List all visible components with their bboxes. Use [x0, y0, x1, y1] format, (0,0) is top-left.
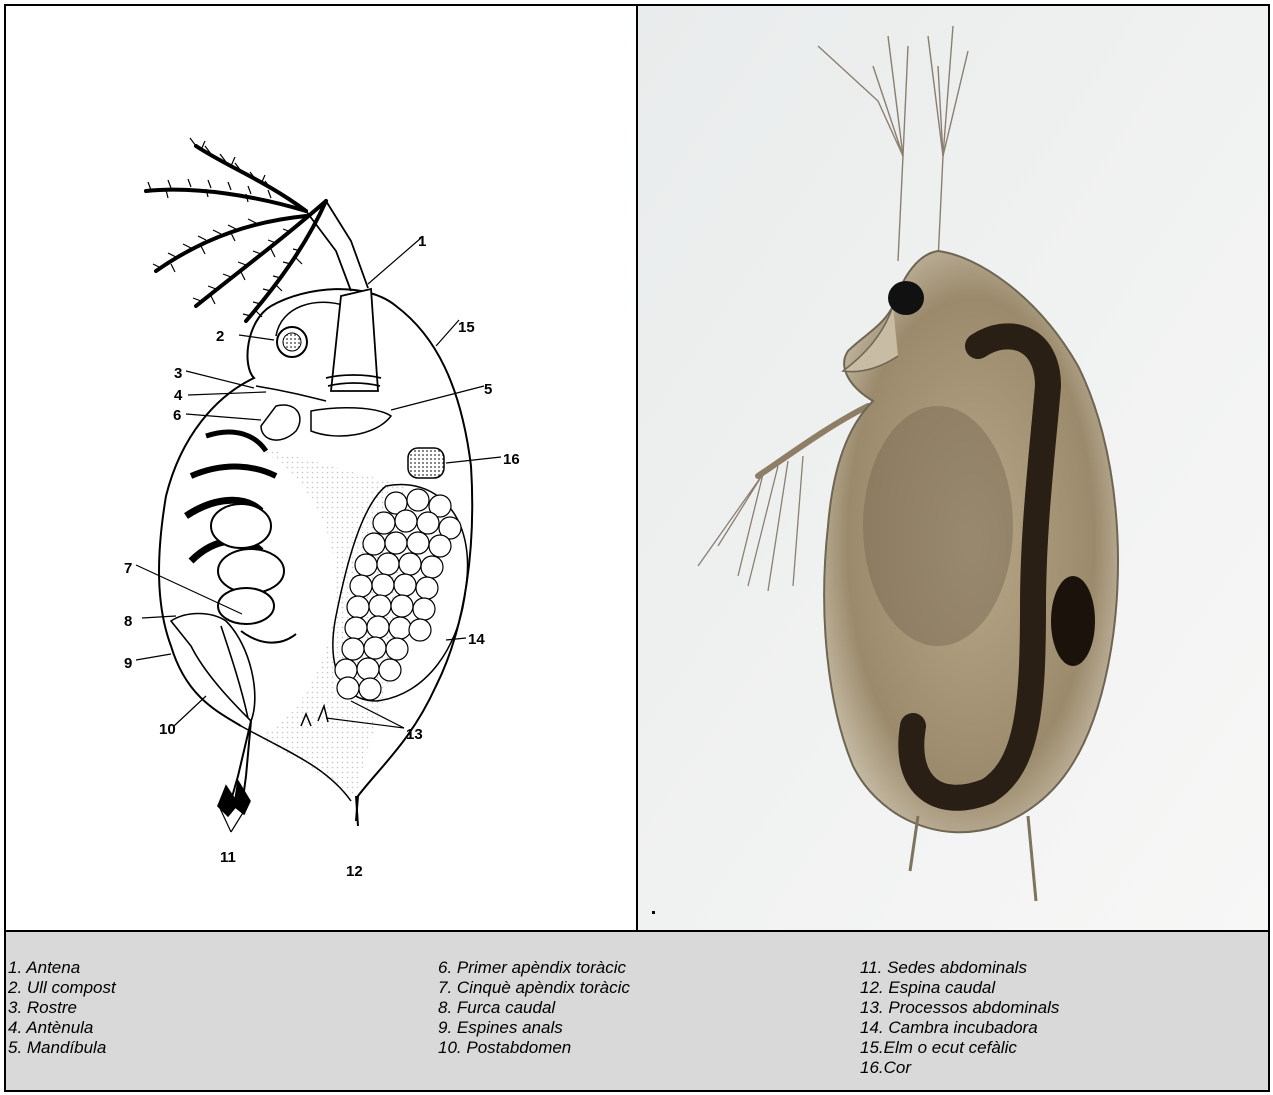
- photo-panel: [638, 6, 1268, 930]
- antenna: [306, 201, 381, 391]
- legend-item: 9. Espines anals: [438, 1018, 630, 1038]
- legend-item: 13. Processos abdominals: [860, 998, 1059, 1018]
- legend-item: 6. Primer apèndix toràcic: [438, 958, 630, 978]
- legend-item: 1. Antena: [8, 958, 116, 978]
- callout-16: 16: [503, 451, 520, 468]
- legend-item: 12. Espina caudal: [860, 978, 1059, 998]
- legend-item: 7. Cinquè apèndix toràcic: [438, 978, 630, 998]
- legend-item: 4. Antènula: [8, 1018, 116, 1038]
- callout-11: 11: [220, 849, 236, 866]
- legend: 1. Antena 2. Ull compost 3. Rostre 4. An…: [6, 930, 1268, 1090]
- legend-item: 15.Elm o ecut cefàlic: [860, 1038, 1059, 1058]
- callout-9: 9: [124, 655, 132, 672]
- photo-eye: [888, 281, 924, 315]
- callout-10: 10: [159, 721, 176, 738]
- diagram-panel: 1 2 3 4 5 6 7 8 9 10 11 12 13 14 15 16: [6, 6, 638, 930]
- legend-item: 3. Rostre: [8, 998, 116, 1018]
- legend-item: 5. Mandíbula: [8, 1038, 116, 1058]
- photo-dark-egg: [1051, 576, 1095, 666]
- daphnia-photo: [638, 6, 1268, 930]
- figure-frame: 1 2 3 4 5 6 7 8 9 10 11 12 13 14 15 16: [4, 4, 1270, 1092]
- callout-8: 8: [124, 613, 132, 630]
- heart: [408, 448, 444, 478]
- callout-4: 4: [174, 387, 183, 404]
- legend-item: 11. Sedes abdominals: [860, 958, 1059, 978]
- callout-5: 5: [484, 381, 492, 398]
- callout-14: 14: [468, 631, 485, 648]
- legend-item: 8. Furca caudal: [438, 998, 630, 1018]
- callout-2: 2: [216, 328, 224, 345]
- callout-15: 15: [458, 319, 475, 336]
- callout-12: 12: [346, 863, 363, 880]
- legend-item: 16.Cor: [860, 1058, 1059, 1078]
- legend-column-1: 1. Antena 2. Ull compost 3. Rostre 4. An…: [8, 958, 116, 1058]
- legend-item: 10. Postabdomen: [438, 1038, 630, 1058]
- callout-6: 6: [173, 407, 181, 424]
- callout-3: 3: [174, 365, 182, 382]
- callout-13: 13: [406, 726, 423, 743]
- legend-item: 14. Cambra incubadora: [860, 1018, 1059, 1038]
- speck: [652, 911, 655, 914]
- legend-column-2: 6. Primer apèndix toràcic 7. Cinquè apèn…: [438, 958, 630, 1058]
- daphnia-line-drawing: 1 2 3 4 5 6 7 8 9 10 11 12 13 14 15 16: [6, 6, 636, 930]
- legend-item: 2. Ull compost: [8, 978, 116, 998]
- callout-7: 7: [124, 560, 132, 577]
- callout-1: 1: [418, 233, 426, 250]
- legend-column-3: 11. Sedes abdominals 12. Espina caudal 1…: [860, 958, 1059, 1078]
